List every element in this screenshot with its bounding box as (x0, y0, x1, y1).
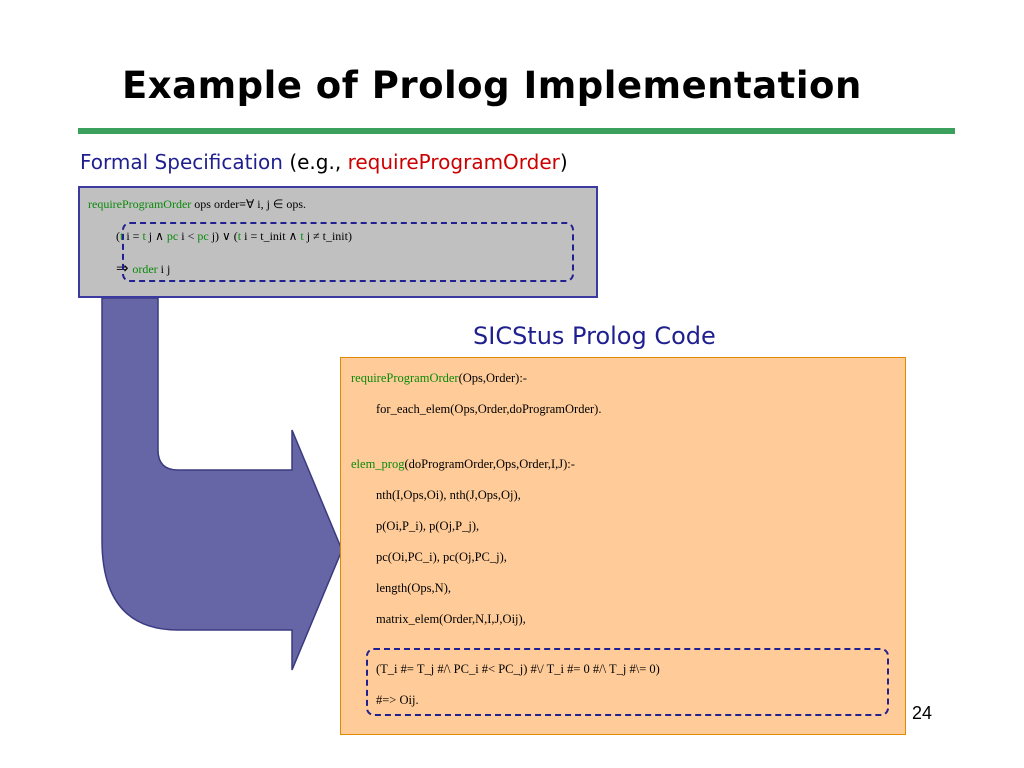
code-line-3: elem_prog(doProgramOrder,Ops,Order,I,J):… (351, 457, 575, 472)
spec-token: t (300, 229, 304, 243)
spec-token: pc (197, 229, 209, 243)
page-number: 24 (912, 703, 933, 723)
spec-line-3-rest: i j (157, 262, 171, 276)
code-line-10: #=> Oij. (376, 693, 419, 707)
subtitle-part3: requireProgramOrder (347, 150, 560, 174)
spec-token: i = (123, 229, 143, 243)
spec-token: ( (116, 229, 120, 243)
subtitle-part1: Formal Specification (80, 150, 283, 174)
spec-highlight-box (122, 222, 574, 282)
code-line-5: p(Oi,P_i), p(Oj,P_j), (376, 519, 480, 533)
spec-token: j ≠ t_init) (303, 229, 352, 243)
formal-spec-heading: Formal Specification (e.g., requireProgr… (80, 150, 568, 174)
spec-token: t (142, 229, 146, 243)
slide-title: Example of Prolog Implementation (122, 64, 862, 107)
formal-spec-box (78, 186, 598, 298)
spec-token: i = t_init ∧ (241, 229, 301, 243)
spec-line-2: (t i = t j ∧ pc i < pc j) ∨ (t i = t_ini… (116, 229, 352, 244)
spec-token: j) ∨ ( (208, 229, 238, 243)
spec-token: j ∧ (145, 229, 167, 243)
code-heading: SICStus Prolog Code (473, 322, 716, 350)
spec-token: t (120, 229, 124, 243)
code-line-9: (T_i #= T_j #/\ PC_i #< PC_j) #\/ T_i #=… (376, 662, 660, 676)
subtitle-part4: ) (559, 150, 568, 174)
prolog-code-box (340, 357, 906, 735)
spec-token: t (237, 229, 242, 243)
code-line-4: nth(I,Ops,Oi), nth(J,Ops,Oj), (376, 488, 521, 502)
code-line-3-rest: (doProgramOrder,Ops,Order,I,J):- (404, 457, 575, 471)
spec-line-1-rest: ops order≡∀ i, j ∈ ops. (191, 197, 307, 211)
spec-line-1: requireProgramOrder ops order≡∀ i, j ∈ o… (88, 197, 306, 212)
code-line-1-rest: (Ops,Order):- (458, 371, 527, 385)
spec-token: i < (178, 229, 198, 243)
title-divider (78, 128, 955, 134)
code-line-1: requireProgramOrder(Ops,Order):- (351, 371, 527, 386)
code-line-8: matrix_elem(Order,N,I,J,Oij), (376, 612, 526, 626)
code-highlight-box (366, 648, 889, 716)
spec-order: order (132, 262, 158, 276)
code-predicate: elem_prog (351, 457, 405, 471)
code-line-7: length(Ops,N), (376, 581, 451, 595)
code-line-6: pc(Oi,PC_i), pc(Oj,PC_j), (376, 550, 507, 564)
spec-token: pc (166, 229, 179, 243)
spec-predicate: requireProgramOrder (88, 197, 192, 211)
code-line-2: for_each_elem(Ops,Order,doProgramOrder). (376, 402, 602, 416)
code-predicate: requireProgramOrder (351, 371, 459, 385)
subtitle-part2: (e.g., (282, 150, 348, 174)
